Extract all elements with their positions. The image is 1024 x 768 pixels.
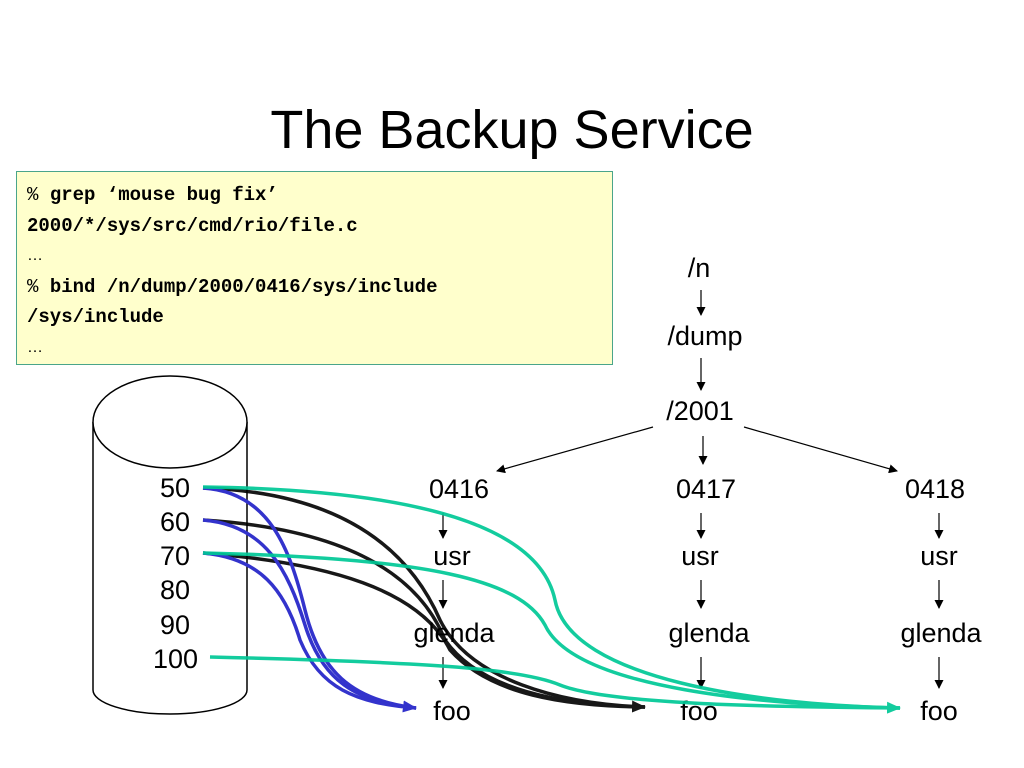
slide-title: The Backup Service <box>270 100 754 160</box>
tree-node-file: foo <box>680 696 718 726</box>
link-curve-0418 <box>202 551 901 710</box>
tree-node-day: 0417 <box>676 474 736 504</box>
tree-node-user: glenda <box>668 618 750 648</box>
terminal-line: … <box>27 241 612 272</box>
link-curve-0418 <box>209 655 901 710</box>
ellipsis-text: … <box>27 338 43 356</box>
tree-node-file: foo <box>920 696 958 726</box>
terminal-line: % grep ‘mouse bug fix’ <box>27 180 612 211</box>
command-text: bind /n/dump/2000/0416/sys/include <box>49 275 438 298</box>
tree-node-usr: usr <box>681 541 719 571</box>
tree-edge <box>743 426 898 474</box>
link-curve-0416 <box>202 551 417 710</box>
tree-edge <box>496 426 654 474</box>
terminal-line: 2000/*/sys/src/cmd/rio/file.c <box>27 211 612 242</box>
block-number: 80 <box>160 575 190 605</box>
tree-node-day: 0418 <box>905 474 965 504</box>
block-number: 100 <box>153 644 198 674</box>
command-text: /sys/include <box>27 306 164 328</box>
shell-prompt: % <box>27 184 39 206</box>
command-text: 2000/*/sys/src/cmd/rio/file.c <box>27 214 358 237</box>
block-number: 90 <box>160 610 190 640</box>
tree-node-root: /n <box>688 253 711 283</box>
tree-node-usr: usr <box>920 541 958 571</box>
tree-node-file: foo <box>433 696 471 726</box>
ellipsis-text: … <box>27 247 43 264</box>
tree-node-user: glenda <box>900 618 982 648</box>
link-curve-0416 <box>202 486 417 713</box>
block-number: 50 <box>160 473 190 503</box>
shell-prompt: % <box>27 275 39 298</box>
disk-cylinder <box>92 375 248 715</box>
terminal-line: % bind /n/dump/2000/0416/sys/include <box>27 272 612 303</box>
link-curve-0416 <box>202 518 417 710</box>
block-number: 60 <box>160 507 190 537</box>
tree-node-year: /2001 <box>666 396 734 426</box>
link-curve-0417 <box>202 551 646 709</box>
terminal-box: % grep ‘mouse bug fix’ 2000/*/sys/src/cm… <box>16 171 613 365</box>
link-curve-0418 <box>202 485 901 714</box>
link-curve-0417 <box>202 518 646 709</box>
terminal-line: … <box>27 333 612 364</box>
tree-node-usr: usr <box>433 541 471 571</box>
tree-node-day: 0416 <box>429 474 489 504</box>
terminal-line: /sys/include <box>27 302 612 333</box>
link-curve-0417 <box>202 486 646 713</box>
tree-node-dump: /dump <box>667 321 742 351</box>
block-number: 70 <box>160 541 190 571</box>
command-text: grep ‘mouse bug fix’ <box>49 184 278 206</box>
